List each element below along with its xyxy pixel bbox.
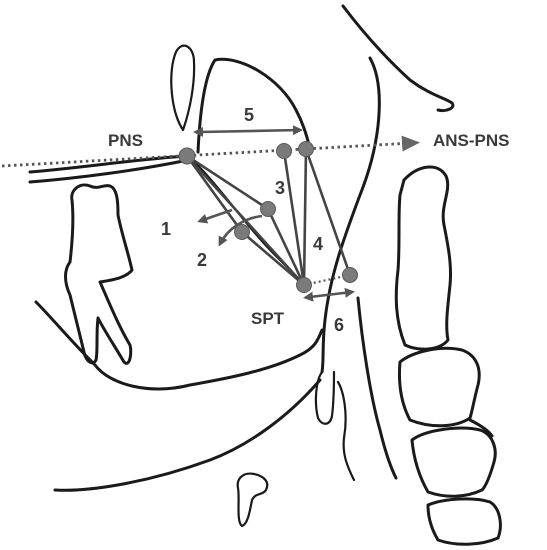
arrow-1 <box>200 210 232 221</box>
vertebra-c5 <box>428 499 500 544</box>
epiglottis-inner <box>338 382 354 480</box>
landmark-3 <box>261 202 276 217</box>
landmark-6 <box>343 268 358 283</box>
vertebra-c4 <box>412 428 495 496</box>
upper-right-outline <box>343 6 453 111</box>
anatomy-outlines <box>30 6 500 544</box>
label-4: 4 <box>313 234 323 254</box>
upper-right-to-spt-line <box>304 149 306 285</box>
tooth-outline <box>66 185 133 363</box>
label-pns: PNS <box>108 131 143 150</box>
landmark-upper-left <box>277 144 292 159</box>
label-2: 2 <box>197 250 207 270</box>
landmark-upper-right <box>299 142 314 157</box>
vertebra-c3 <box>399 348 479 425</box>
epiglottis <box>316 372 334 424</box>
label-5: 5 <box>244 105 254 125</box>
label-1: 1 <box>161 219 171 239</box>
pns-to-lower-point-line <box>187 156 242 232</box>
ans-pns-reference-line <box>2 143 412 166</box>
hyoid-bone <box>238 474 268 526</box>
upper-right-to-6-line <box>306 149 350 275</box>
measurement-6-arrow <box>310 292 352 297</box>
lower-point-to-spt-line <box>242 232 304 285</box>
soft-tissue-loop <box>171 46 194 130</box>
label-spt: SPT <box>251 309 285 328</box>
label-6: 6 <box>334 315 344 335</box>
landmark-pns <box>179 148 195 164</box>
mandible-lower-line <box>55 380 320 490</box>
vertebra-c2 <box>396 167 450 349</box>
label-ans-pns: ANS-PNS <box>433 131 510 150</box>
laryngeal-line <box>358 298 396 478</box>
landmark-spt <box>297 278 312 293</box>
label-3: 3 <box>275 178 285 198</box>
measurement-5-arrow <box>200 130 300 132</box>
posterior-pharyngeal-wall <box>322 58 379 372</box>
landmark-lower <box>235 225 250 240</box>
